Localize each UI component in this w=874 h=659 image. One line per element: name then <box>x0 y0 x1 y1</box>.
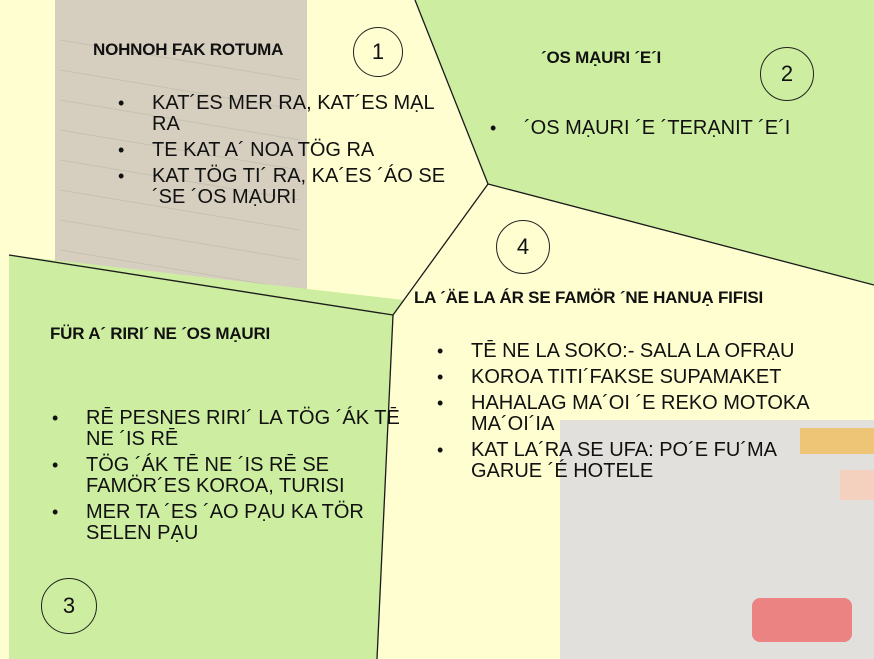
list-item: KAT TÖG TI´ RA, KA´ES ´ÁO SE´SE ´OS MẠUR… <box>118 166 463 208</box>
section-1-list: KAT´ES MER RA, KAT´ES MẠL RA TE KAT A´ N… <box>118 93 463 213</box>
section-2-list: ´OS MẠURI ´E ´TERẠNIT ´E´I <box>490 118 870 144</box>
section-4-heading: LA ´ÄE LA ÁR SE FAMÖR ´NE HANUẠ FIFISI <box>414 288 764 307</box>
section-3-number: 3 <box>41 578 97 634</box>
list-item: RĒ PESNES RIRI´ LA TÖG ´ÁK TĒ NE ´IS RĒ <box>52 408 402 450</box>
section-3-list: RĒ PESNES RIRI´ LA TÖG ´ÁK TĒ NE ´IS RĒ … <box>52 408 402 549</box>
section-1-heading: NOHNOH FAK ROTUMA <box>93 40 284 59</box>
street-sign-2 <box>840 470 874 500</box>
list-item: KAT´ES MER RA, KAT´ES MẠL RA <box>118 93 463 135</box>
list-item: ´OS MẠURI ´E ´TERẠNIT ´E´I <box>490 118 870 140</box>
list-item: HAHALAG MA´OI ´E REKO MOTOKA MA´OI´IA <box>437 393 817 435</box>
list-item: TE KAT A´ NOA TÖG RA <box>118 140 463 162</box>
section-1-number: 1 <box>353 27 403 77</box>
section-4-list: TĒ NE LA SOKO:- SALA LA OFRẠU KOROA TITI… <box>437 341 817 487</box>
section-3-heading: FÜR A´ RIRI´ NE ´OS MẠURI <box>50 324 271 343</box>
list-item: TĒ NE LA SOKO:- SALA LA OFRẠU <box>437 341 817 363</box>
section-2-number: 2 <box>760 47 814 101</box>
red-taxi <box>752 598 852 642</box>
list-item: TÖG ´ÁK TĒ NE ´IS RĒ SE FAMÖR´ES KOROA, … <box>52 455 402 497</box>
list-item: MER TA ´ES ´AO PẠU KA TÖR SELEN PẠU <box>52 502 402 544</box>
section-2-heading: ´OS MẠURI ´E´I <box>541 48 661 67</box>
divider-lines <box>8 0 874 659</box>
list-item: KAT LA´RA SE UFA: PO´E FU´MA GARUE ´É HO… <box>437 440 817 482</box>
panel-2-green <box>415 0 874 285</box>
list-item: KOROA TITI´FAKSE SUPAMAKET <box>437 367 817 389</box>
section-4-number: 4 <box>496 220 550 274</box>
